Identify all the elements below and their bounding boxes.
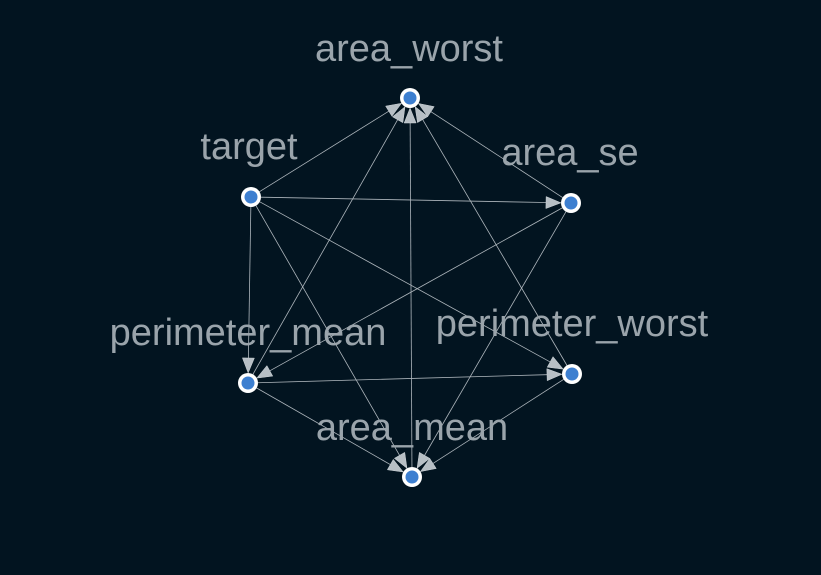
edge-area_se-to-area_worst	[430, 111, 563, 198]
arrowhead-target-to-area_se	[545, 196, 562, 209]
node-label-area_worst: area_worst	[315, 28, 503, 70]
node-perimeter_mean[interactable]	[238, 373, 258, 393]
edge-target-to-area_mean	[255, 205, 400, 456]
arrowhead-area_se-to-perimeter_mean	[256, 365, 274, 379]
arrowhead-target-to-area_worst	[385, 102, 403, 117]
edge-area_mean-to-area_worst	[409, 122, 413, 468]
node-core	[403, 91, 417, 105]
node-label-area_se: area_se	[501, 132, 638, 174]
edge-perimeter_worst-to-area_worst	[422, 119, 568, 366]
node-core	[564, 196, 578, 210]
node-area_worst[interactable]	[400, 88, 420, 108]
edge-target-to-area_se	[260, 196, 547, 203]
node-area_mean[interactable]	[402, 467, 422, 487]
edge-target-to-area_worst	[259, 110, 389, 193]
node-core	[241, 376, 255, 390]
arrowhead-target-to-perimeter_worst	[546, 356, 564, 370]
arrowhead-target-to-perimeter_mean	[242, 357, 255, 374]
node-core	[244, 190, 258, 204]
edge-perimeter_mean-to-perimeter_worst	[257, 374, 548, 384]
node-core	[565, 367, 579, 381]
edge-perimeter_worst-to-area_mean	[432, 379, 564, 464]
arrowhead-perimeter_mean-to-area_worst	[391, 106, 406, 124]
arrowhead-area_se-to-area_worst	[417, 103, 435, 118]
arrowhead-target-to-area_mean	[393, 451, 408, 469]
edge-perimeter_mean-to-area_mean	[256, 387, 391, 465]
arrowhead-area_mean-to-area_worst	[403, 107, 417, 124]
nodes-layer	[238, 88, 582, 487]
node-core	[405, 470, 419, 484]
node-area_se[interactable]	[561, 193, 581, 213]
node-label-area_mean: area_mean	[316, 407, 508, 449]
arrowhead-perimeter_worst-to-area_worst	[414, 106, 429, 124]
node-target[interactable]	[241, 187, 261, 207]
edge-target-to-perimeter_worst	[259, 201, 551, 363]
edge-area_se-to-perimeter_mean	[269, 207, 563, 372]
arrowhead-perimeter_mean-to-perimeter_worst	[546, 368, 563, 382]
node-label-perimeter_mean: perimeter_mean	[110, 312, 387, 354]
edge-area_se-to-area_mean	[424, 211, 567, 456]
node-label-perimeter_worst: perimeter_worst	[436, 303, 709, 345]
arrowhead-perimeter_mean-to-area_mean	[386, 458, 404, 473]
node-perimeter_worst[interactable]	[562, 364, 582, 384]
arrowhead-perimeter_worst-to-area_mean	[419, 457, 437, 472]
arrowhead-area_se-to-area_mean	[416, 451, 431, 469]
node-label-target: target	[200, 126, 298, 168]
edge-target-to-perimeter_mean	[248, 206, 252, 359]
edge-perimeter_mean-to-area_worst	[252, 119, 398, 375]
edges-layer	[242, 102, 568, 473]
